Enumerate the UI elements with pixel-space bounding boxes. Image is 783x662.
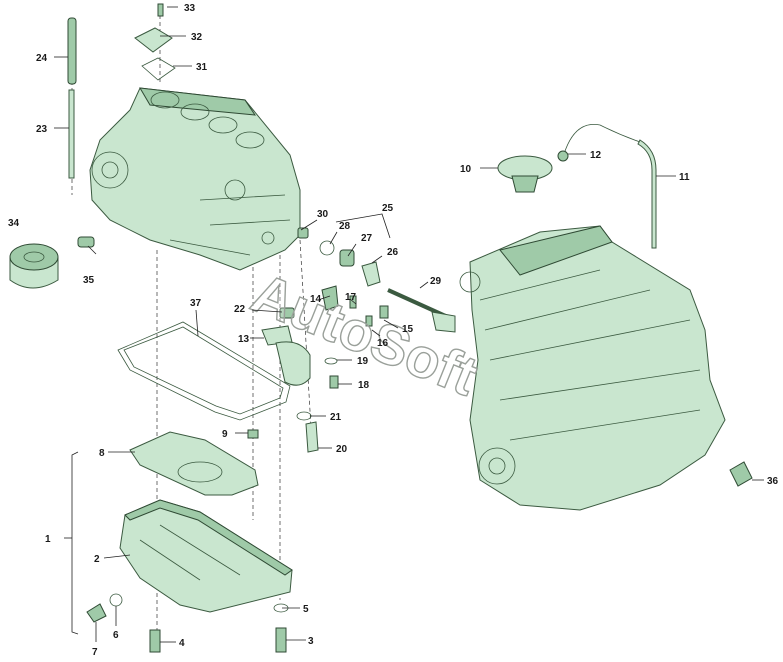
cylinder-block [89, 87, 301, 271]
callout-21: 21 [330, 412, 342, 423]
leader-lines [54, 6, 764, 643]
callout-1: 1 [45, 534, 51, 545]
callout-31: 31 [196, 62, 208, 73]
callout-8: 8 [99, 448, 105, 459]
oil-pump-group [261, 227, 389, 453]
callout-34: 34 [8, 218, 20, 229]
callout-28: 28 [339, 221, 351, 232]
bolt-9 [247, 429, 259, 439]
sump-gasket [117, 321, 291, 421]
callout-23: 23 [36, 124, 48, 135]
baffle-plate [129, 431, 259, 496]
callout-19: 19 [357, 356, 369, 367]
callout-11: 11 [679, 172, 690, 183]
callout-10: 10 [460, 164, 472, 175]
callout-20: 20 [336, 444, 348, 455]
callout-22: 22 [234, 304, 246, 315]
top-cover-set [134, 3, 176, 81]
callout-29: 29 [430, 276, 442, 287]
callout-18: 18 [358, 380, 370, 391]
callout-12: 12 [590, 150, 602, 161]
pan-fasteners [86, 593, 289, 653]
callout-9: 9 [222, 429, 228, 440]
callout-5: 5 [303, 604, 309, 615]
callout-27: 27 [361, 233, 373, 244]
oil-filter [9, 243, 59, 289]
callout-3: 3 [308, 636, 314, 647]
callout-35: 35 [83, 275, 95, 286]
dipstick [637, 139, 657, 249]
callout-32: 32 [191, 32, 203, 43]
group-bracket-1 [64, 451, 79, 635]
callout-36: 36 [767, 476, 779, 487]
callout-7: 7 [92, 647, 98, 658]
callout-24: 24 [36, 53, 48, 64]
callout-4: 4 [179, 638, 185, 649]
callout-17: 17 [345, 292, 357, 303]
callout-37: 37 [190, 298, 202, 309]
callout-33: 33 [184, 3, 196, 14]
callout-15: 15 [402, 324, 414, 335]
drive-shaft [387, 288, 456, 333]
callout-14: 14 [310, 294, 322, 305]
callout-labels: 1 2 3 4 5 6 7 8 9 10 11 12 13 14 15 16 1… [8, 3, 779, 658]
filter-fitting [77, 236, 95, 248]
oil-pan [119, 499, 293, 613]
guide-tube [67, 17, 77, 179]
assembled-engine [459, 225, 753, 511]
filler-cap [497, 155, 553, 193]
callout-2: 2 [94, 554, 100, 565]
sensor-wire [557, 123, 641, 162]
callout-13: 13 [238, 334, 250, 345]
callout-25: 25 [382, 203, 394, 214]
callout-6: 6 [113, 630, 119, 641]
group-bracket-25 [335, 213, 391, 239]
callout-26: 26 [387, 247, 399, 258]
callout-30: 30 [317, 209, 329, 220]
callout-16: 16 [377, 338, 389, 349]
